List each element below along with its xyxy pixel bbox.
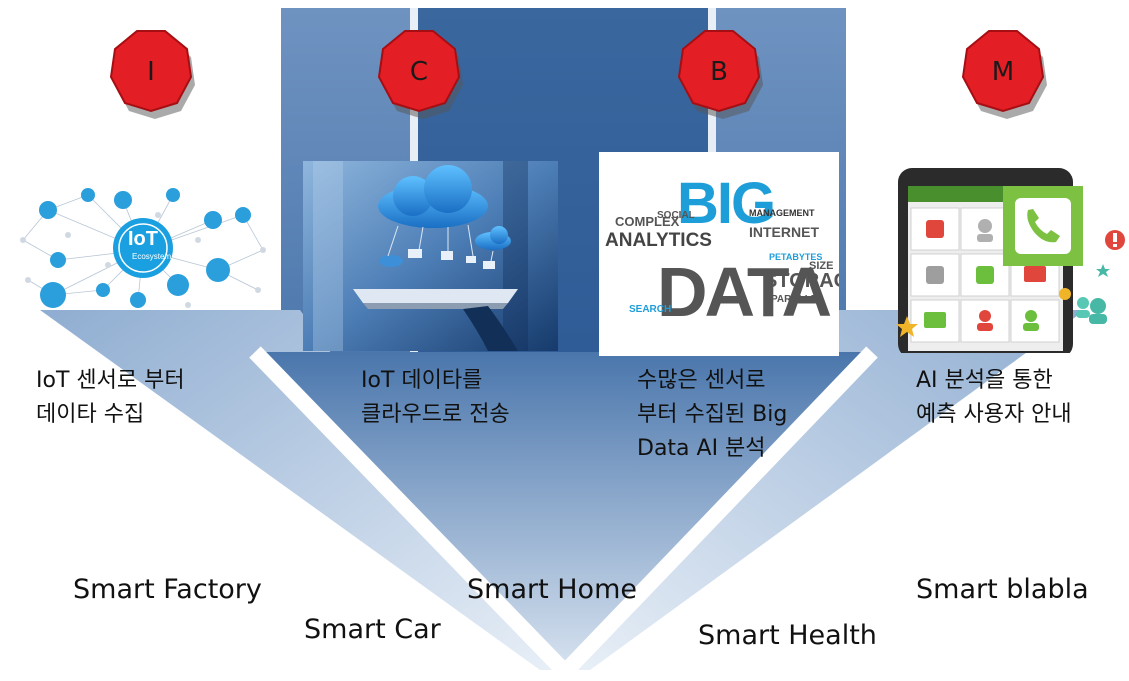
word-size: SIZE: [809, 260, 834, 272]
down-arrow: [255, 352, 872, 672]
caption-bigdata: 수많은 센서로 부터 수집된 Big Data AI 분석: [637, 364, 787, 466]
label-smart-home: Smart Home: [467, 574, 637, 605]
badge-i: I: [103, 27, 199, 123]
caption-line: AI 분석을 통한: [916, 368, 1053, 393]
label-smart-factory: Smart Factory: [73, 574, 262, 605]
word-parallel: PARALLEL: [771, 294, 824, 305]
label-smart-blabla: Smart blabla: [916, 574, 1089, 605]
caption-line: 클라우드로 전송: [361, 402, 510, 427]
octagon-badge-icon: [377, 30, 463, 119]
word-internet: INTERNET: [749, 224, 819, 240]
word-management: MANAGEMENT: [749, 208, 815, 218]
caption-line: Data AI 분석: [637, 436, 766, 461]
caption-line: IoT 센서로 부터: [36, 368, 185, 393]
octagon-badge-icon: [109, 30, 195, 119]
badge-m: M: [955, 27, 1051, 123]
badge-c: C: [371, 27, 467, 123]
iot-sub-text: Ecosystem: [132, 252, 172, 261]
badge-letter: I: [147, 57, 155, 87]
octagon-badge-icon: [961, 30, 1047, 119]
caption-line: IoT 데이타를: [361, 368, 483, 393]
word-analytics: ANALYTICS: [605, 230, 712, 251]
octagon-badge-icon: [677, 30, 763, 119]
caption-line: 부터 수집된 Big: [637, 402, 788, 427]
right-band: [575, 310, 1085, 670]
word-storage: STORAGE: [764, 270, 839, 292]
word-complex: COMPLEX: [615, 214, 680, 229]
badge-letter: B: [710, 57, 728, 87]
caption-ai: AI 분석을 통한 예측 사용자 안내: [916, 364, 1072, 432]
badge-letter: M: [991, 57, 1015, 87]
caption-line: 예측 사용자 안내: [916, 402, 1072, 427]
iot-center-text: IoT: [128, 228, 158, 250]
network-icon: [20, 188, 266, 308]
label-smart-car: Smart Car: [304, 614, 441, 645]
iot-ecosystem-image: IoT Ecosystem: [8, 180, 278, 320]
word-search: SEARCH: [629, 304, 672, 315]
caption-cloud: IoT 데이타를 클라우드로 전송: [361, 364, 510, 432]
left-band: [40, 310, 560, 670]
word-data: DATA: [657, 253, 832, 331]
phone-icon: [896, 168, 1125, 353]
word-social: SOCIAL: [657, 210, 695, 221]
cloud-icon: [303, 161, 558, 351]
badge-letter: C: [409, 57, 429, 87]
label-smart-health: Smart Health: [698, 620, 877, 651]
caption-iot: IoT 센서로 부터 데이타 수집: [36, 364, 185, 432]
caption-line: 수많은 센서로: [637, 368, 766, 393]
badge-b: B: [671, 27, 767, 123]
caption-line: 데이타 수집: [36, 402, 145, 427]
word-big: BIG: [677, 171, 776, 236]
big-data-word-cloud: BIG DATA ANALYTICS COMPLEX STORAGE INTER…: [599, 152, 839, 356]
word-petabytes: PETABYTES: [769, 252, 823, 262]
cloud-tablet-image: [303, 161, 558, 351]
smartphone-call-image: [893, 168, 1129, 353]
